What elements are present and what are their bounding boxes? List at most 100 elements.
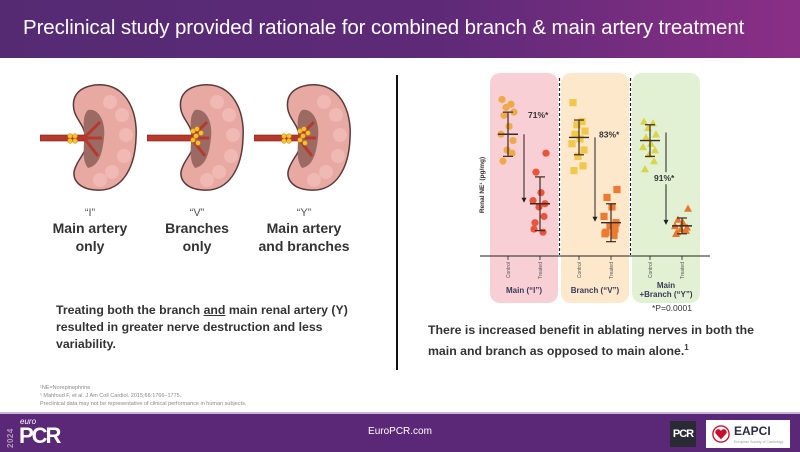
label-bg bbox=[652, 172, 680, 185]
data-point bbox=[679, 218, 687, 226]
footnote-ne: ¹NE=Norepinephrine bbox=[40, 385, 91, 391]
heart-icon bbox=[712, 425, 730, 443]
kidney-lobe bbox=[222, 108, 236, 122]
renal-artery bbox=[40, 134, 86, 142]
kidney-v: “V” Branches only bbox=[142, 80, 252, 255]
kidney-lobe bbox=[212, 165, 226, 179]
slide-header: Preclinical study provided rationale for… bbox=[0, 0, 800, 58]
data-point bbox=[579, 162, 587, 170]
ablation-point bbox=[300, 133, 306, 139]
ablation-point bbox=[67, 138, 73, 144]
data-point bbox=[600, 212, 608, 220]
kidney-code: “V” bbox=[189, 207, 205, 219]
data-point bbox=[682, 226, 690, 234]
data-point bbox=[570, 166, 578, 175]
data-point bbox=[578, 118, 586, 126]
vertical-divider bbox=[396, 75, 398, 370]
kidney-lobe bbox=[200, 173, 214, 187]
footnotes: ¹NE=Norepinephrine ¹ Mahfoud F, et al. J… bbox=[40, 384, 246, 408]
x-tick-label: Treated bbox=[538, 262, 544, 279]
data-point bbox=[611, 225, 619, 233]
left-text-part2: main renal artery (Y) resulted in greate… bbox=[56, 303, 348, 351]
x-tick-label: Treated bbox=[609, 262, 615, 279]
data-point bbox=[677, 225, 685, 233]
slide-footer: 2024 euro PCR EuroPCR.com PCR EAPCI Euro… bbox=[0, 412, 800, 452]
data-point bbox=[508, 149, 516, 157]
data-point bbox=[608, 203, 616, 211]
ne-scatter-chart: Main (“I”) Branch (“V”) Main +Branch (“Y… bbox=[470, 70, 720, 310]
kidney-lobe bbox=[210, 95, 224, 109]
data-point bbox=[529, 197, 537, 205]
kidney-code: “Y” bbox=[296, 207, 312, 219]
arrow-head bbox=[521, 197, 527, 203]
kidney-lobe bbox=[105, 165, 119, 179]
data-point bbox=[641, 165, 649, 173]
data-point bbox=[613, 185, 621, 194]
ablation-point bbox=[286, 133, 292, 139]
footnote-disclaimer: Preclinical data may not be representati… bbox=[40, 401, 247, 407]
kidney-branches-only-image bbox=[147, 84, 244, 191]
eapci-logo: EAPCI European Society of Cardiology bbox=[706, 420, 790, 448]
arrow-head bbox=[663, 219, 669, 225]
footer-url-link[interactable]: EuroPCR.com bbox=[368, 426, 432, 437]
right-text-main: There is increased benefit in ablating n… bbox=[428, 323, 754, 359]
data-point bbox=[647, 139, 655, 147]
left-conclusion-text: Treating both the branch and main renal … bbox=[56, 302, 376, 353]
kidney-label-line1: Branches bbox=[165, 220, 229, 236]
data-point bbox=[672, 229, 680, 237]
x-tick-label: Control bbox=[648, 262, 654, 278]
data-point bbox=[568, 140, 576, 148]
data-point bbox=[535, 203, 543, 211]
right-text-superscript: 1 bbox=[684, 343, 689, 352]
kidney-y: “Y” Main artery and branches bbox=[249, 80, 359, 255]
kidney-lobe bbox=[226, 128, 240, 142]
renal-artery bbox=[147, 134, 193, 142]
data-point bbox=[581, 127, 589, 135]
europcr-logo: PCR bbox=[19, 423, 61, 448]
data-point bbox=[580, 146, 588, 154]
ablation-point bbox=[194, 126, 200, 132]
data-point bbox=[502, 103, 510, 111]
kidney-lobe bbox=[224, 149, 238, 163]
arrow-head bbox=[592, 216, 598, 222]
data-point bbox=[642, 133, 650, 141]
group-label-main-branch-line2: +Branch (“Y”) bbox=[639, 290, 693, 299]
eapci-subtitle: European Society of Cardiology bbox=[734, 440, 784, 444]
data-point bbox=[537, 189, 545, 197]
kidney-lobe bbox=[331, 149, 345, 163]
ablation-point bbox=[302, 140, 308, 146]
data-point bbox=[509, 136, 517, 145]
kidney-main-and-branches-image bbox=[254, 84, 351, 191]
artery-branches bbox=[82, 120, 102, 157]
data-point bbox=[542, 149, 550, 157]
ablation-point bbox=[297, 137, 303, 143]
right-conclusion-text: There is increased benefit in ablating n… bbox=[428, 322, 768, 360]
data-point bbox=[574, 152, 582, 160]
ablation-point bbox=[281, 138, 287, 144]
ablation-point bbox=[301, 126, 307, 132]
ablation-point bbox=[72, 138, 78, 144]
data-point bbox=[569, 99, 577, 107]
ablation-point bbox=[198, 130, 204, 136]
data-point bbox=[499, 157, 507, 165]
data-point bbox=[532, 168, 540, 176]
pcr-badge-logo: PCR bbox=[670, 421, 696, 447]
left-text-underlined: and bbox=[203, 303, 226, 317]
x-tick-label: Treated bbox=[680, 262, 686, 279]
x-tick-label: Control bbox=[577, 262, 583, 278]
ablation-point bbox=[190, 137, 196, 143]
data-point bbox=[603, 193, 611, 202]
p-value-annotation: *P=0.0001 bbox=[652, 303, 692, 313]
group-label-main-branch-line1: Main bbox=[656, 281, 676, 290]
ablation-point bbox=[67, 133, 73, 139]
group-label-branch: Branch (“V”) bbox=[570, 286, 620, 295]
kidney-lobe bbox=[93, 173, 107, 187]
kidney-label-line2: only bbox=[182, 238, 212, 254]
kidney-label-line2: only bbox=[75, 238, 105, 254]
kidney-i: “I” Main artery only bbox=[35, 80, 145, 255]
group-label-main: Main (“I”) bbox=[506, 286, 542, 295]
kidney-code: “I” bbox=[84, 207, 96, 219]
kidney-main-only-image bbox=[40, 84, 137, 191]
data-point bbox=[674, 215, 682, 223]
